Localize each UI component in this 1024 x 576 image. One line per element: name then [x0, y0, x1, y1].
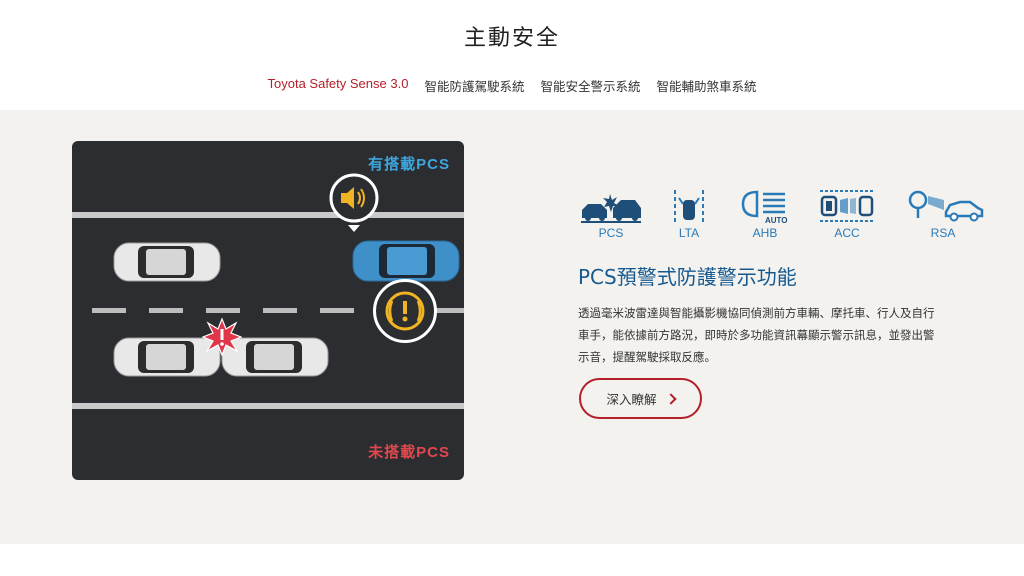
footer-strip — [0, 544, 1024, 576]
feature-title: PCS預警式防護警示功能 — [578, 265, 797, 289]
feature-ahb-label: AHB — [752, 226, 778, 240]
description-line: 透過毫米波雷達與智能攝影機協同偵測前方車輛、摩托車、行人及自行 — [578, 306, 935, 320]
tab-bar: Toyota Safety Sense 3.0 智能防護駕駛系統 智能安全警示系… — [0, 76, 1024, 95]
warning-alert-icon — [373, 279, 437, 343]
learn-more-button[interactable]: 深入瞭解 — [579, 378, 702, 419]
tab-toyota-safety-sense[interactable]: Toyota Safety Sense 3.0 — [267, 76, 409, 91]
feature-description: 透過毫米波雷達與智能攝影機協同偵測前方車輛、摩托車、行人及自行 車手，能依據前方… — [578, 302, 978, 368]
pcs-illustration: 有搭載PCS 未搭載PCS — [72, 141, 464, 480]
equipped-pcs-label: 有搭載PCS — [368, 156, 450, 173]
feature-ahb[interactable]: AUTO AHB — [730, 188, 800, 240]
feature-lta[interactable]: LTA — [654, 188, 724, 240]
feature-rsa[interactable]: RSA — [908, 188, 984, 240]
pcs-icon — [581, 194, 641, 223]
feature-acc[interactable]: ACC — [812, 188, 882, 240]
road-edge-line-bottom — [72, 403, 464, 409]
feature-acc-label: ACC — [834, 226, 860, 240]
learn-more-label: 深入瞭解 — [606, 392, 657, 407]
ahb-icon: AUTO — [741, 190, 788, 224]
lta-icon — [674, 190, 704, 222]
chevron-right-icon — [664, 393, 677, 405]
page-title: 主動安全 — [463, 26, 560, 51]
white-car-top-lane — [113, 242, 221, 282]
tab-smart-safety-warning[interactable]: 智能安全警示系統 — [540, 79, 641, 94]
feature-icons-row: PCS LTA AUTO AHB — [576, 188, 986, 248]
collision-burst-icon — [202, 317, 242, 357]
description-line: 車手，能依據前方路況，即時於多功能資訊幕顯示警示訊息，並發出警 — [578, 328, 935, 342]
white-car-crashed-front — [221, 337, 329, 377]
feature-pcs[interactable]: PCS — [576, 188, 646, 240]
speaker-warning-bubble — [329, 173, 379, 232]
road-edge-line-top — [72, 212, 464, 218]
header: 主動安全 Toyota Safety Sense 3.0 智能防護駕駛系統 智能… — [0, 0, 1024, 110]
rsa-icon — [908, 190, 984, 222]
unequipped-pcs-label: 未搭載PCS — [368, 444, 450, 461]
blue-equipped-car — [352, 240, 460, 282]
tab-smart-protection-driving[interactable]: 智能防護駕駛系統 — [424, 79, 525, 94]
feature-lta-label: LTA — [678, 226, 700, 240]
ahb-auto-text: AUTO — [765, 216, 788, 224]
tab-smart-brake-assist[interactable]: 智能輔助煞車系統 — [656, 79, 757, 94]
white-car-crashed-rear — [113, 337, 221, 377]
content-section: 有搭載PCS 未搭載PCS — [0, 110, 1024, 544]
description-line: 示音，提醒駕駛採取反應。 — [578, 350, 716, 364]
feature-pcs-label: PCS — [598, 226, 624, 240]
acc-icon — [820, 190, 874, 222]
feature-rsa-label: RSA — [930, 226, 956, 240]
